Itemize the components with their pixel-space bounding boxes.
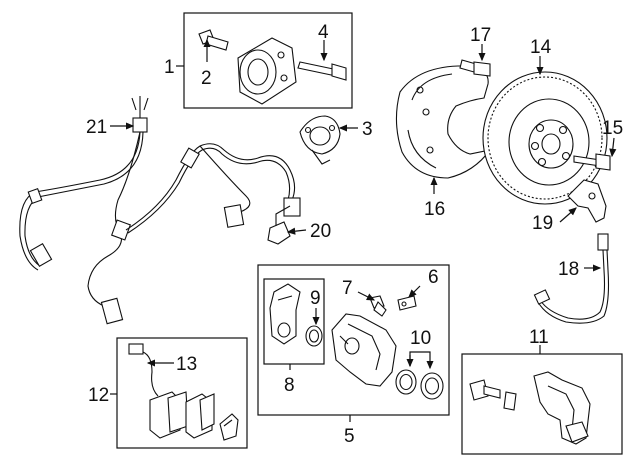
caliper-piston-seal-kit	[269, 283, 301, 345]
callout-9: 9	[310, 288, 321, 309]
guide-pin-boot	[369, 295, 387, 317]
piston-ring-set	[395, 369, 444, 400]
callout-20: 20	[310, 221, 331, 242]
piston-seal	[305, 325, 323, 347]
caliper-piston-kit-box	[263, 278, 325, 365]
callout-4: 4	[318, 22, 329, 43]
hub-bearing-assembly	[237, 37, 297, 105]
leader-lines	[110, 38, 617, 422]
callout-1: 1	[164, 57, 175, 78]
rotor-screw	[573, 153, 611, 171]
caliper-bracket-bolts	[469, 379, 517, 411]
abs-sensor-harness	[19, 96, 301, 325]
caliper-bracket-box	[461, 353, 623, 455]
caliper-bracket	[533, 371, 591, 445]
callout-19: 19	[532, 213, 553, 234]
brake-pad-set	[128, 343, 239, 441]
hub-bolt-short	[198, 29, 229, 51]
callout-17: 17	[470, 25, 491, 46]
callout-18: 18	[558, 259, 579, 280]
callout-8: 8	[284, 375, 295, 396]
hub-bolt-long	[297, 61, 347, 81]
caliper-assembly-box	[257, 264, 450, 416]
caliper-housing	[331, 313, 397, 387]
callout-21: 21	[86, 117, 107, 138]
callout-13: 13	[176, 354, 197, 375]
brake-rotor	[482, 71, 608, 205]
callout-15: 15	[602, 118, 623, 139]
shield-bolt	[459, 59, 491, 77]
callout-12: 12	[88, 385, 109, 406]
brake-pad-set-box	[116, 337, 248, 449]
callout-11: 11	[529, 327, 549, 348]
brake-hose	[533, 233, 610, 324]
hub-kit-box	[183, 12, 353, 109]
callout-3: 3	[362, 119, 373, 140]
wheel-hub	[299, 115, 341, 165]
splash-shield	[395, 65, 492, 179]
callout-5: 5	[344, 426, 355, 447]
callout-2: 2	[201, 68, 212, 89]
callout-10: 10	[410, 328, 431, 349]
callout-6: 6	[428, 267, 439, 288]
callout-7: 7	[342, 278, 353, 299]
hose-bracket	[567, 179, 607, 223]
callout-14: 14	[530, 37, 552, 58]
callout-16: 16	[424, 199, 445, 220]
bleeder-screw	[397, 295, 417, 311]
